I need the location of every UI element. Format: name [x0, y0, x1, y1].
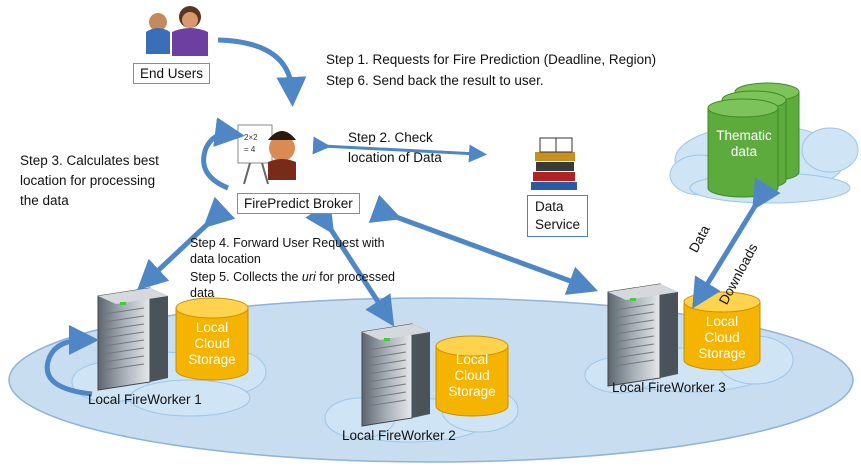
storage2-line3: Storage: [448, 384, 496, 399]
arrow-step1: [217, 37, 307, 107]
arrows: [44, 37, 781, 397]
step2-line2: location of Data: [348, 150, 442, 165]
end-users-icon: [146, 6, 208, 56]
step5-line1: Step 5. Collects the uri for processed: [190, 270, 395, 285]
storage-cylinder-1: [175, 297, 249, 381]
storage1-line3: Storage: [188, 352, 236, 367]
storage1-label: Local Cloud Storage: [180, 320, 244, 368]
server-icon-3: [607, 283, 678, 387]
step1-text: Step 1. Requests for Fire Prediction (De…: [326, 52, 657, 67]
data-service-line1: Data: [535, 199, 564, 214]
step6-text: Step 6. Send back the result to user.: [326, 73, 544, 88]
step5-prefix: Step 5. Collects the: [190, 270, 302, 284]
arrow-broker-worker3: [368, 194, 599, 295]
thematic-line2: data: [730, 144, 758, 159]
broker-icon: 2×2 = 4: [237, 124, 296, 185]
storage3-label: Local Cloud Storage: [690, 314, 754, 362]
arrow-step3: [201, 117, 245, 191]
thematic-label: Thematic data: [710, 128, 778, 160]
arrow-broker-worker2: [305, 201, 395, 327]
step2-line1: Step 2. Check: [348, 130, 433, 145]
broker-label: FirePredict Broker: [237, 193, 360, 214]
storage3-line2: Cloud: [704, 330, 740, 345]
svg-text:= 4: = 4: [244, 145, 256, 154]
arrow-data-downloads: [692, 177, 781, 309]
storage2-line1: Local: [455, 352, 489, 367]
svg-text:2×2: 2×2: [244, 133, 258, 142]
end-users-label: End Users: [133, 63, 211, 84]
arrow-step2: [312, 136, 487, 163]
step3-line2: location for processing: [20, 173, 156, 188]
worker3-label: Local FireWorker 3: [612, 380, 726, 395]
storage-cylinder-2: [435, 335, 509, 417]
worker1-label: Local FireWorker 1: [88, 392, 202, 407]
step5-suffix: for processed: [315, 270, 395, 284]
step4-line2: data location: [190, 252, 261, 266]
server-icon-2: [361, 323, 430, 427]
data-service-line2: Service: [535, 217, 581, 232]
arrow-broker-worker1: [137, 196, 236, 291]
storage1-line2: Cloud: [194, 336, 230, 351]
worker2-label: Local FireWorker 2: [342, 428, 456, 443]
books-icon: [531, 137, 577, 190]
step5-uri: uri: [301, 270, 316, 284]
step3-line3: the data: [20, 193, 69, 208]
storage1-line1: Local: [195, 320, 229, 335]
step3-line1: Step 3. Calculates best: [20, 153, 159, 168]
storage2-line2: Cloud: [454, 368, 490, 383]
arrow-worker1-loop: [44, 325, 99, 397]
server-icon-1: [97, 287, 168, 391]
thematic-line1: Thematic: [716, 128, 772, 143]
data-service-box: Data Service: [527, 195, 589, 237]
storage3-line1: Local: [705, 314, 739, 329]
step5-line2: data: [190, 286, 215, 300]
storage3-line3: Storage: [698, 346, 746, 361]
storage2-label: Local Cloud Storage: [440, 352, 504, 400]
step4-line1: Step 4. Forward User Request with: [190, 236, 385, 250]
thematic-data-icon: [707, 82, 800, 198]
